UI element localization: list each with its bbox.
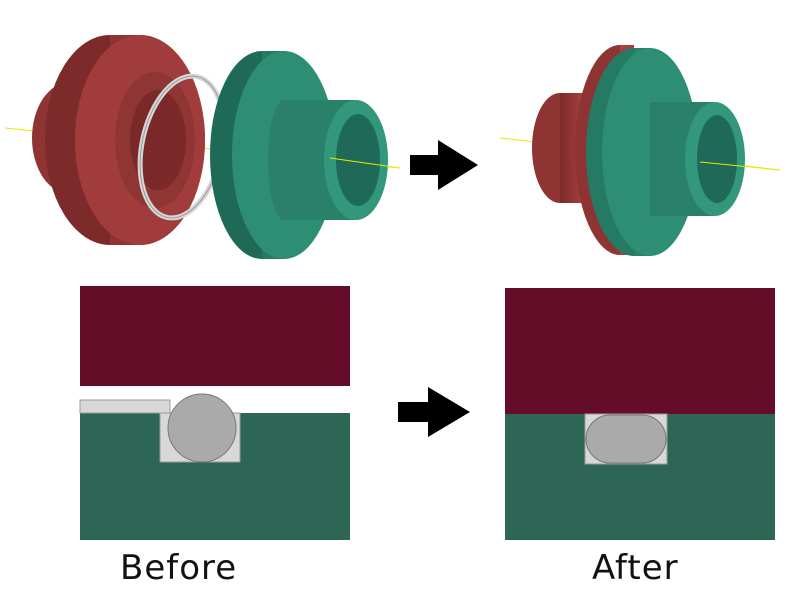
assembled-parts bbox=[499, 45, 781, 256]
after-caption: After bbox=[592, 548, 679, 588]
upper-part-section bbox=[80, 286, 350, 386]
right-arrow-icon bbox=[410, 140, 478, 190]
o-ring-compressed bbox=[585, 414, 667, 464]
red-flange-part bbox=[32, 35, 205, 245]
before-cross-section bbox=[79, 286, 350, 540]
exploded-assembly bbox=[4, 35, 401, 259]
before-caption: Before bbox=[120, 548, 238, 588]
upper-part-section bbox=[505, 288, 775, 414]
after-cross-section bbox=[505, 288, 775, 540]
right-arrow-icon bbox=[398, 387, 470, 437]
o-ring-uncompressed bbox=[167, 393, 237, 463]
green-flange-part bbox=[210, 51, 388, 259]
